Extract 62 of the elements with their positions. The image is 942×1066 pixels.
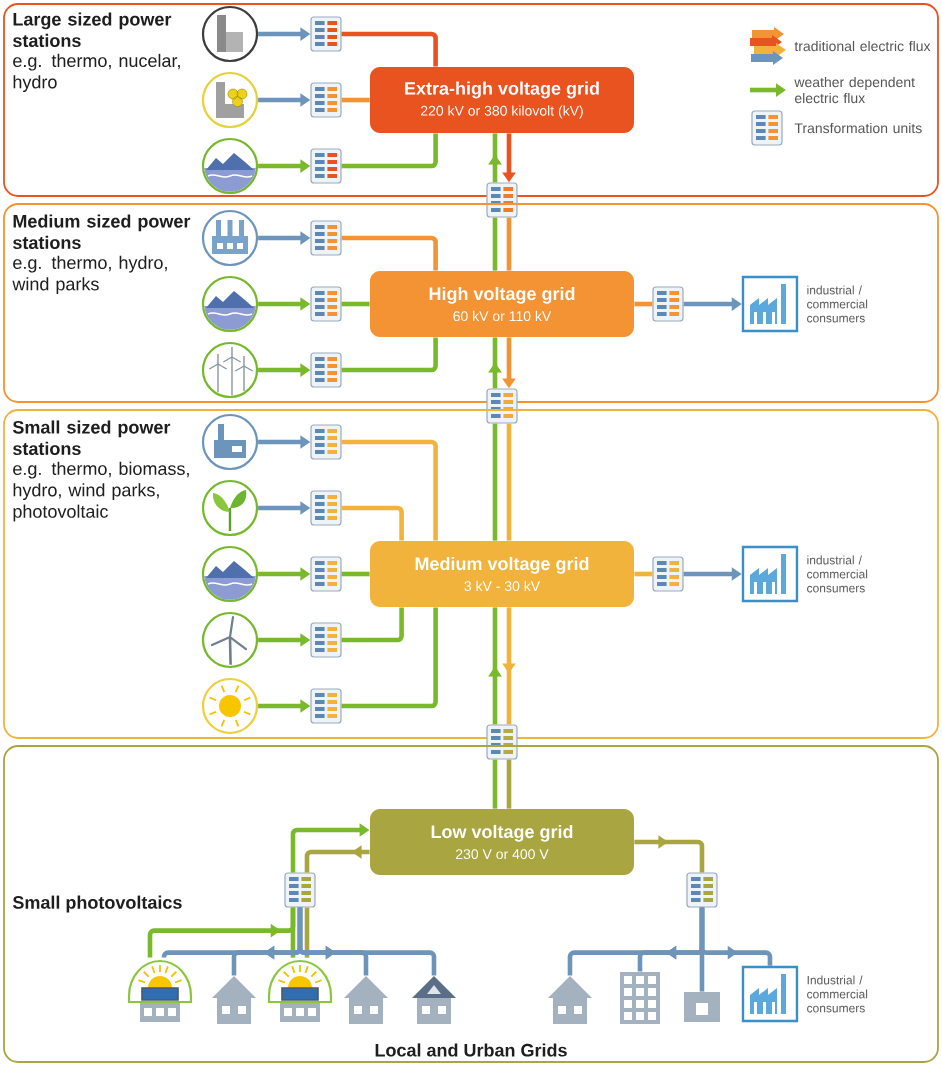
transformer-icon xyxy=(652,286,684,322)
connector-line xyxy=(290,907,296,958)
connector-line xyxy=(506,423,512,541)
transformer-icon xyxy=(310,688,342,724)
connector-line xyxy=(506,759,512,809)
factory-icon xyxy=(201,209,259,267)
solar-house-icon xyxy=(267,959,333,1022)
house-icon xyxy=(344,976,388,1024)
transformer-icon xyxy=(486,724,518,760)
house-icon xyxy=(548,976,592,1024)
arrow xyxy=(634,835,705,873)
wind-turbines-icon xyxy=(201,341,259,399)
apartment-building-icon xyxy=(620,972,660,1024)
house-icon xyxy=(412,976,456,1024)
connector-line xyxy=(341,301,370,307)
transformer-icon xyxy=(310,556,342,592)
connector-line xyxy=(634,571,653,577)
connector-line xyxy=(341,571,370,577)
transformer-icon xyxy=(310,352,342,388)
sun-icon xyxy=(201,677,259,735)
transformer-icon xyxy=(310,424,342,460)
connector-line xyxy=(506,217,512,271)
transformer-icon xyxy=(686,872,718,908)
connector-line xyxy=(492,759,498,809)
transformer-icon xyxy=(310,82,342,118)
transformer-icon xyxy=(486,388,518,424)
section-description: e.g. thermo, hydro, wind parks xyxy=(12,255,167,294)
plant-icon xyxy=(201,479,259,537)
connector-line xyxy=(341,505,404,541)
transformer-icon xyxy=(310,286,342,322)
lake-mountain-icon xyxy=(201,137,259,195)
transformer-icon xyxy=(310,622,342,658)
transformer-icon xyxy=(310,220,342,256)
connector-line xyxy=(634,301,653,307)
connector-line xyxy=(341,607,438,709)
power-plant-icon xyxy=(201,413,259,471)
transformer-icon xyxy=(310,16,342,52)
nuclear-plant-icon xyxy=(201,71,259,129)
connector-line xyxy=(341,97,370,103)
transformer-icon xyxy=(284,872,316,908)
connector-line xyxy=(341,439,438,541)
section-description: e.g. thermo, nucelar, hydro xyxy=(13,53,180,92)
house-icon xyxy=(212,976,256,1024)
transformer-icon xyxy=(486,182,518,218)
arrow xyxy=(699,907,773,966)
arrow xyxy=(297,907,437,976)
house-icon xyxy=(684,992,720,1022)
transformer-icon xyxy=(652,556,684,592)
lake-mountain-icon xyxy=(201,275,259,333)
connector-line xyxy=(341,607,404,643)
power-plant-icon xyxy=(201,5,259,63)
solar-house-icon xyxy=(127,959,193,1022)
connector-line xyxy=(492,217,498,271)
transformer-icon xyxy=(310,148,342,184)
lake-mountain-icon xyxy=(201,545,259,603)
section-description: e.g. thermo, biomass, hydro, wind parks, photovoltaic xyxy=(13,461,189,522)
section-title: Local and Urban Grids xyxy=(375,1043,567,1057)
connector-line xyxy=(304,907,310,958)
section-heading: Small photovoltaics xyxy=(12,895,182,913)
transformer-icon xyxy=(310,490,342,526)
connector-line xyxy=(492,423,498,541)
wind-turbine-icon xyxy=(201,611,259,669)
